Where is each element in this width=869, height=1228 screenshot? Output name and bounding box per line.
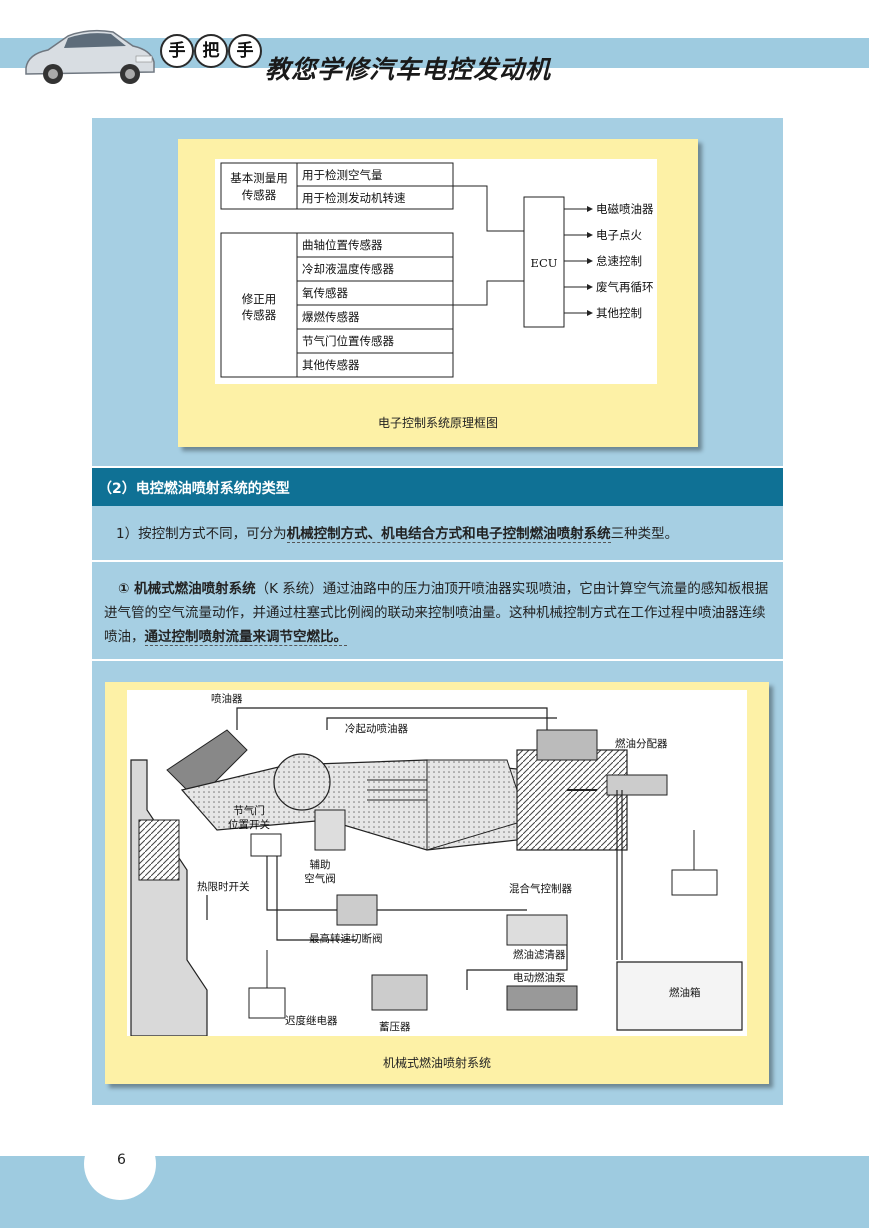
- para2-text: （K 系统）通过油路中的压力油顶开喷油器实现喷油，它由计算空气流量的感知板根据进…: [104, 581, 769, 645]
- label-accumulator: 蓄压器: [379, 1021, 411, 1033]
- paragraph-1: 1）按控制方式不同，可分为机械控制方式、机电结合方式和电子控制燃油喷射系统三种类…: [104, 522, 774, 546]
- block-diagram: 基本测量用 传感器 用于检测空气量 用于检测发动机转速 修正用 传感器 曲轴位置…: [220, 162, 654, 378]
- label-aux-air-1: 辅助: [310, 858, 331, 871]
- section-title: （2）电控燃油喷射系统的类型: [98, 481, 290, 497]
- label-fuel-tank: 燃油箱: [669, 986, 701, 999]
- correction-item: 节气门位置传感器: [302, 334, 394, 348]
- correction-group-line1: 修正用: [242, 292, 277, 306]
- para1-emphasis: 机械控制方式、机电结合方式和电子控制燃油喷射系统: [286, 526, 611, 543]
- para2-lead: ① 机械式燃油喷射系统: [118, 581, 256, 597]
- figure1-card: 基本测量用 传感器 用于检测空气量 用于检测发动机转速 修正用 传感器 曲轴位置…: [178, 139, 698, 447]
- content-panel: 基本测量用 传感器 用于检测空气量 用于检测发动机转速 修正用 传感器 曲轴位置…: [92, 118, 783, 1105]
- figure1-diagram: 基本测量用 传感器 用于检测空气量 用于检测发动机转速 修正用 传感器 曲轴位置…: [215, 159, 657, 384]
- mechanical-injection-diagram: 喷油器 冷起动喷油器 燃油分配器 节气门 位置开关 辅助 空气阀 热限时开关 混…: [130, 692, 743, 1037]
- figure2-card: 喷油器 冷起动喷油器 燃油分配器 节气门 位置开关 辅助 空气阀 热限时开关 混…: [105, 682, 769, 1084]
- figure1-caption: 电子控制系统原理框图: [377, 416, 498, 430]
- label-thermo-switch: 热限时开关: [197, 880, 250, 893]
- ecu-output: 电磁喷油器: [596, 202, 654, 216]
- header-badge-1: 手: [160, 34, 194, 68]
- car-icon: [25, 29, 155, 84]
- correction-item: 曲轴位置传感器: [302, 238, 383, 252]
- label-mixture-ctrl: 混合气控制器: [509, 882, 572, 895]
- divider: [92, 659, 783, 661]
- basic-item: 用于检测发动机转速: [302, 191, 406, 205]
- ecu-label: ECU: [531, 256, 558, 270]
- correction-item: 氧传感器: [302, 286, 348, 300]
- label-distributor: 燃油分配器: [615, 737, 668, 750]
- para1-post: 三种类型。: [610, 526, 679, 542]
- paragraph-2: ① 机械式燃油喷射系统（K 系统）通过油路中的压力油顶开喷油器实现喷油，它由计算…: [104, 577, 774, 649]
- label-aux-air-2: 空气阀: [304, 872, 336, 885]
- correction-item: 冷却液温度传感器: [302, 262, 394, 276]
- label-relay: 迟度继电器: [285, 1014, 338, 1027]
- basic-group-line2: 传感器: [242, 188, 277, 202]
- label-throttle-switch-1: 节气门: [233, 804, 265, 817]
- basic-group-line1: 基本测量用: [230, 171, 288, 185]
- para2-emphasis: 通过控制喷射流量来调节空燃比。: [144, 629, 347, 646]
- label-fuel-pump: 电动燃油泵: [513, 971, 566, 984]
- correction-item: 其他传感器: [302, 358, 360, 372]
- section-header: （2）电控燃油喷射系统的类型: [92, 468, 783, 506]
- para1-pre: 1）按控制方式不同，可分为: [116, 526, 287, 542]
- divider: [92, 560, 783, 562]
- label-fuel-filter: 燃油滤清器: [513, 948, 566, 961]
- basic-item: 用于检测空气量: [302, 168, 383, 182]
- page-number: 6: [117, 1152, 126, 1168]
- label-max-speed-valve: 最高转速切断阀: [309, 932, 383, 945]
- ecu-output: 怠速控制: [596, 254, 642, 268]
- header-badge-3: 手: [228, 34, 262, 68]
- page-number-badge: [84, 1128, 156, 1200]
- correction-item: 爆燃传感器: [302, 310, 360, 324]
- ecu-output: 电子点火: [596, 228, 642, 242]
- correction-group-line2: 传感器: [242, 308, 277, 322]
- figure2-diagram: 喷油器 冷起动喷油器 燃油分配器 节气门 位置开关 辅助 空气阀 热限时开关 混…: [127, 690, 747, 1037]
- label-throttle-switch-2: 位置开关: [228, 818, 270, 831]
- label-cold-start: 冷起动喷油器: [345, 722, 408, 735]
- ecu-output: 其他控制: [596, 306, 642, 320]
- ecu-output: 废气再循环: [596, 280, 654, 294]
- label-injector: 喷油器: [211, 692, 243, 705]
- figure2-caption: 机械式燃油喷射系统: [382, 1056, 491, 1070]
- divider: [92, 466, 783, 468]
- header-badge-2: 把: [194, 34, 228, 68]
- header-title: 教您学修汽车电控发动机: [265, 55, 552, 84]
